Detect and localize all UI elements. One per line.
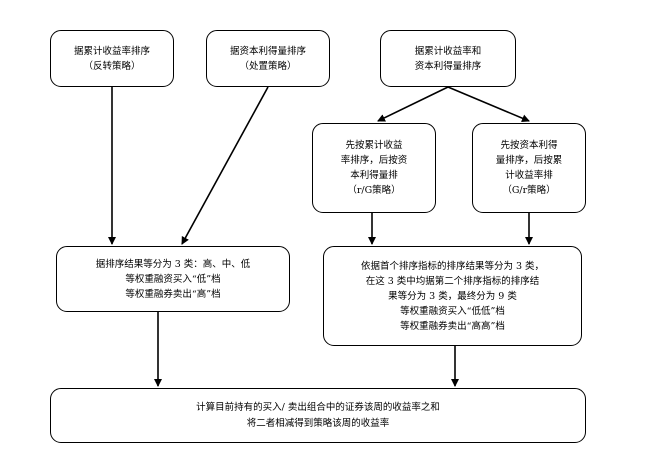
node-rg-strategy: 先按累计收益 率排序，后按资 本利得量排 （r/G策略）	[312, 123, 436, 213]
node-gr-strategy-line-1: 先按资本利得	[500, 140, 558, 151]
node-tercile-grouping: 据排序结果等分为 3 类：高、中、低 等权重融资买入“低”档 等权重融券卖出“高…	[56, 246, 290, 312]
node-nine-group-sort-line-1: 依据首个排序指标的排序结果等分为 3 类，	[360, 260, 545, 272]
node-rg-strategy-line-3: 本利得量排	[350, 170, 398, 181]
node-gr-strategy-line-4: （G/r策略）	[502, 185, 556, 196]
node-reversal-strategy-line-2: （反转策略）	[83, 60, 141, 72]
node-weekly-return: 计算目前持有的买入/ 卖出组合中的证券该周的收益率之和 将二者相减得到策略该周的…	[50, 388, 586, 443]
node-disposition-strategy-line-2: （处置策略）	[239, 60, 297, 72]
node-nine-group-sort-line-5: 等权重融券卖出“高高”档	[400, 320, 505, 332]
node-disposition-strategy-line-1: 据资本利得量排序	[229, 45, 306, 57]
node-combined-sort-line-1: 据累计收益率和	[414, 45, 482, 57]
node-gr-strategy: 先按资本利得 量排序，后按累 计收益率排 （G/r策略）	[472, 123, 586, 213]
node-rg-strategy-line-2: 率排序，后按资	[340, 155, 408, 166]
node-reversal-strategy-line-1: 据累计收益率排序	[73, 45, 150, 57]
node-nine-group-sort-line-3: 果等分为 3 类，最终分为 9 类	[388, 290, 517, 302]
arrow-combined-to-rg	[377, 86, 449, 122]
arrow-disposition-to-tercile	[181, 86, 269, 245]
arrow-combined-to-gr	[447, 86, 530, 122]
node-nine-group-sort-line-2: 在这 3 类中均据第二个排序指标的排序结	[365, 275, 540, 287]
node-tercile-grouping-line-3: 等权重融券卖出“高”档	[125, 288, 221, 300]
node-tercile-grouping-line-2: 等权重融资买入“低”档	[125, 273, 221, 285]
node-reversal-strategy: 据累计收益率排序 （反转策略）	[50, 30, 174, 87]
node-tercile-grouping-line-1: 据排序结果等分为 3 类：高、中、低	[95, 258, 251, 270]
node-weekly-return-line-1: 计算目前持有的买入/ 卖出组合中的证券该周的收益率之和	[196, 401, 440, 413]
node-weekly-return-line-2: 将二者相减得到策略该周的收益率	[246, 417, 390, 429]
node-rg-strategy-line-1: 先按累计收益	[345, 140, 403, 151]
node-combined-sort-line-2: 资本利得量排序	[414, 60, 482, 72]
node-gr-strategy-line-2: 量排序，后按累	[495, 155, 563, 166]
node-nine-group-sort: 依据首个排序指标的排序结果等分为 3 类， 在这 3 类中均据第二个排序指标的排…	[323, 246, 582, 346]
node-combined-sort: 据累计收益率和 资本利得量排序	[380, 30, 516, 87]
node-gr-strategy-line-3: 计收益率排	[505, 170, 553, 181]
node-nine-group-sort-line-4: 等权重融资买入“低低”档	[400, 305, 505, 317]
node-rg-strategy-line-4: （r/G策略）	[347, 185, 401, 196]
node-disposition-strategy: 据资本利得量排序 （处置策略）	[206, 30, 330, 87]
